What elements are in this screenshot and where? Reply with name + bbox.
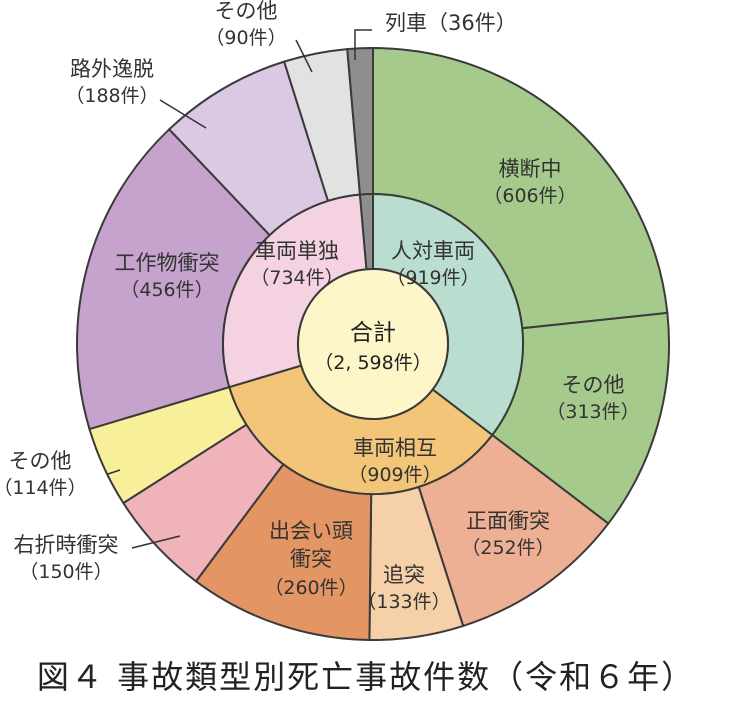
outer-value-label: （188件） xyxy=(65,85,158,107)
outer-category-label: その他 xyxy=(9,449,72,473)
outer-value-label: （150件） xyxy=(19,561,112,583)
outer-category-label: 右折時衝突 xyxy=(14,533,119,557)
leader-line xyxy=(159,99,207,129)
outer-category-label: 正面衝突 xyxy=(466,509,550,533)
outer-value-label: （260件） xyxy=(264,577,357,599)
center-disc xyxy=(297,268,449,420)
inner-category-label: 車両相互 xyxy=(353,436,437,460)
center-label: 合計 xyxy=(350,320,396,346)
outer-category-label: 横断中 xyxy=(499,157,562,181)
inner-category-label: 車両単独 xyxy=(255,239,339,263)
outer-category-label: その他 xyxy=(562,373,625,397)
outer-value-label: （252件） xyxy=(461,537,554,559)
outer-category-label: 工作物衝突 xyxy=(115,251,220,275)
outer-category-label: 列車（36件） xyxy=(385,11,517,35)
outer-value-label: （606件） xyxy=(483,185,576,207)
outer-value-label: （313件） xyxy=(546,401,639,423)
center-value: （2, 598件） xyxy=(314,352,431,374)
outer-value-label: （90件） xyxy=(205,27,286,49)
outer-category-label: 衝突 xyxy=(290,547,332,571)
chart-caption: 図４ 事故類型別死亡事故件数（令和６年） xyxy=(36,658,696,696)
outer-category-label: 路外逸脱 xyxy=(70,57,154,81)
outer-value-label: （114件） xyxy=(0,477,87,499)
outer-category-label: 出会い頭 xyxy=(269,519,353,543)
inner-value-label: （734件） xyxy=(250,267,343,289)
inner-value-label: （909件） xyxy=(348,464,441,486)
outer-value-label: （456件） xyxy=(120,279,213,301)
inner-category-label: 人対車両 xyxy=(391,239,475,263)
leader-line xyxy=(131,535,181,549)
outer-category-label: その他 xyxy=(215,0,278,23)
outer-category-label: 追突 xyxy=(383,563,425,587)
inner-value-label: （919件） xyxy=(386,267,479,289)
leader-line xyxy=(295,39,313,73)
leader-line xyxy=(354,29,372,60)
leader-line xyxy=(107,469,121,475)
outer-value-label: （133件） xyxy=(357,591,450,613)
